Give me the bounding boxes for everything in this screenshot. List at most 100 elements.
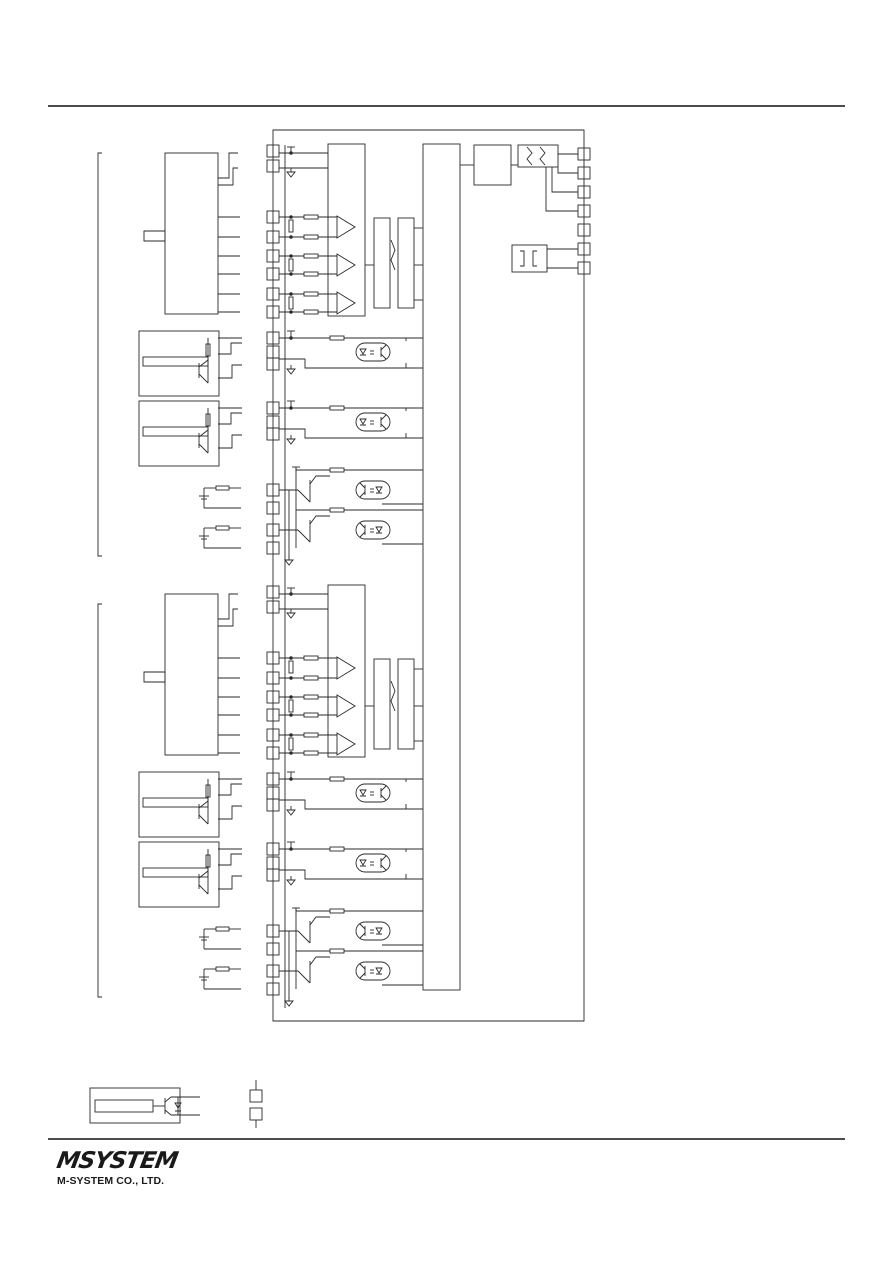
ground-symbol xyxy=(286,609,296,619)
wire xyxy=(297,529,311,543)
junction-dot xyxy=(289,676,293,680)
junction-dot xyxy=(289,713,293,717)
wire-path xyxy=(171,1096,200,1116)
contact-sensor-box xyxy=(138,771,220,838)
resistor xyxy=(303,732,319,738)
terminal xyxy=(266,427,280,441)
adc-block xyxy=(327,143,366,317)
transistor-symbol xyxy=(380,785,387,792)
wire xyxy=(198,443,209,454)
transistor-symbol xyxy=(359,491,366,498)
wiring xyxy=(89,129,591,1128)
diode-symbol xyxy=(359,348,367,356)
transistor-symbol xyxy=(380,864,387,871)
transistor-symbol xyxy=(380,353,387,360)
isolation-block xyxy=(373,658,391,750)
isolation-block xyxy=(517,144,559,168)
wire-path xyxy=(279,869,423,880)
resistor xyxy=(205,343,211,357)
resistor xyxy=(303,253,319,259)
resistor xyxy=(303,655,319,661)
terminal xyxy=(266,159,280,173)
junction-dot xyxy=(289,272,293,276)
sensor-probe xyxy=(143,671,166,683)
op-amp xyxy=(336,656,356,680)
op-amp xyxy=(336,215,356,239)
resistor xyxy=(215,926,230,932)
diode-symbol xyxy=(375,927,383,935)
transistor-symbol xyxy=(380,794,387,801)
company-name: M-SYSTEM CO., LTD. xyxy=(57,1175,165,1187)
terminal xyxy=(266,501,280,515)
transistor-symbol xyxy=(359,522,366,529)
isolation-zigzag xyxy=(539,146,546,166)
diode-symbol xyxy=(359,789,367,797)
wire-path xyxy=(279,799,423,810)
terminal xyxy=(266,541,280,555)
opto-coupler xyxy=(355,520,391,540)
group-bracket xyxy=(97,603,102,998)
op-amp xyxy=(336,253,356,277)
terminal xyxy=(266,600,280,614)
ground-symbol xyxy=(286,168,296,178)
resistor xyxy=(288,258,294,272)
wire-path xyxy=(279,428,423,439)
wire xyxy=(198,373,209,384)
wire-path xyxy=(218,593,238,620)
opto-coupler xyxy=(355,853,391,873)
legend-element xyxy=(94,1099,154,1113)
outer-frame xyxy=(272,129,585,1022)
adc-block xyxy=(327,584,366,758)
junction-dot xyxy=(289,292,293,296)
opto-coupler xyxy=(355,961,391,981)
resistor xyxy=(205,413,211,427)
contact-element xyxy=(142,867,209,878)
contact-sensor-box xyxy=(138,400,220,467)
isolation-zigzag xyxy=(390,680,396,712)
wire-path xyxy=(545,167,578,212)
contact-element xyxy=(142,356,209,367)
terminal xyxy=(266,982,280,996)
resistor xyxy=(215,525,230,531)
transistor-symbol xyxy=(380,855,387,862)
resistor xyxy=(215,966,230,972)
resistor xyxy=(329,467,345,473)
resistor xyxy=(288,737,294,751)
wire-path xyxy=(218,608,238,627)
terminal xyxy=(266,942,280,956)
analog-sensor-box xyxy=(164,593,219,756)
junction-dot xyxy=(289,751,293,755)
company-logo: MSYSTEM M-SYSTEM CO., LTD. xyxy=(55,1148,197,1187)
wire-path xyxy=(218,412,242,425)
contact-sensor-box xyxy=(138,841,220,908)
terminal xyxy=(266,798,280,812)
wire-path xyxy=(218,783,242,796)
wire xyxy=(297,930,311,944)
resistor xyxy=(329,405,345,411)
resistor xyxy=(329,908,345,914)
transistor-symbol xyxy=(359,972,366,979)
wire xyxy=(164,1109,172,1116)
ground-symbol xyxy=(286,876,296,886)
junction-dot xyxy=(289,656,293,660)
power-block xyxy=(511,244,548,273)
resistor xyxy=(205,854,211,868)
wire xyxy=(198,814,209,825)
resistor xyxy=(303,675,319,681)
legend-terminal xyxy=(249,1089,263,1103)
transistor-symbol xyxy=(359,963,366,970)
diode-symbol xyxy=(359,418,367,426)
resistor xyxy=(303,214,319,220)
wire-path xyxy=(218,152,238,179)
resistor xyxy=(303,750,319,756)
wire-path xyxy=(309,916,330,926)
wire xyxy=(198,800,209,809)
junction-dot xyxy=(289,592,293,596)
resistor xyxy=(303,694,319,700)
right-terminal xyxy=(577,223,591,237)
opto-coupler xyxy=(355,783,391,803)
ground-symbol xyxy=(284,997,294,1007)
wire xyxy=(164,1096,172,1103)
resistor xyxy=(303,712,319,718)
